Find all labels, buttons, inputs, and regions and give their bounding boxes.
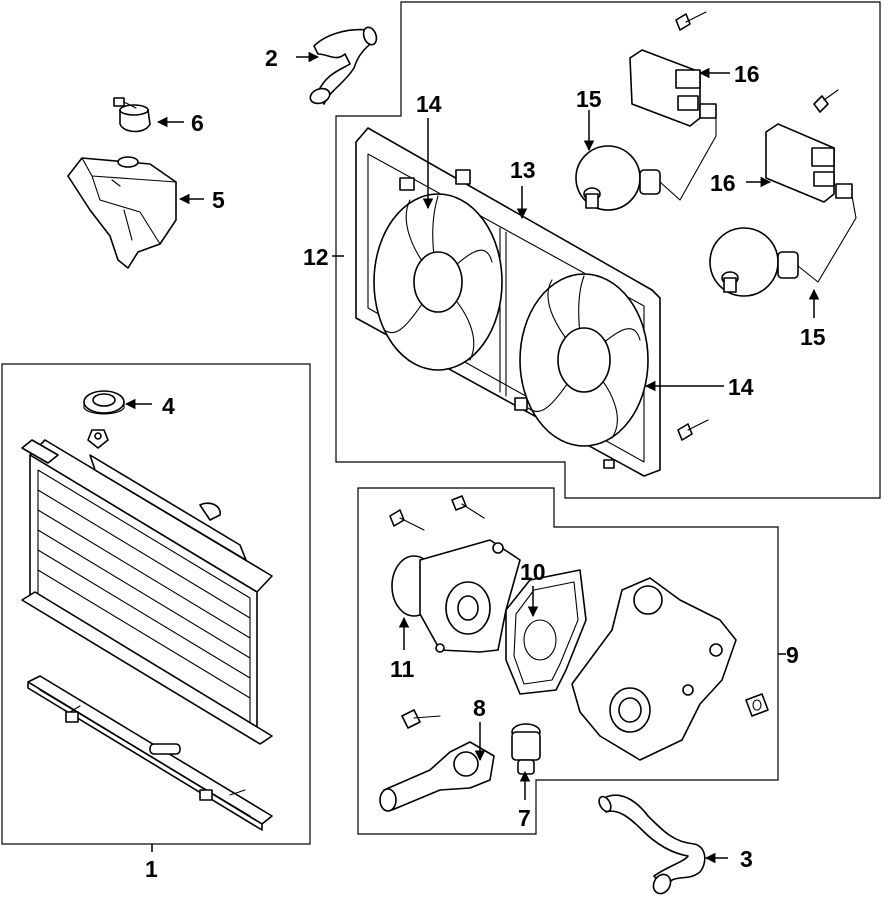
callout-8: 8 (473, 695, 486, 721)
seal-ring (745, 693, 769, 717)
callout-11: 11 (390, 656, 415, 682)
fan-motor-upper (575, 115, 717, 211)
radiator (21, 429, 273, 745)
callout-12: 12 (303, 244, 329, 270)
callout-5: 5 (212, 187, 225, 213)
water-pump (391, 539, 521, 653)
engine-front-cover (571, 577, 737, 761)
bolt (677, 419, 709, 441)
radiator-cap (83, 390, 125, 415)
callout-15-upper: 15 (576, 86, 602, 112)
bolt (675, 11, 707, 31)
radiator-lower-bracket (27, 675, 273, 831)
coolant-reservoir (67, 156, 177, 269)
bolt (451, 495, 485, 519)
callout-16-lower: 16 (710, 170, 736, 196)
fan-group-frame (335, 1, 881, 499)
callout-13: 13 (510, 157, 536, 183)
callout-16-upper: 16 (734, 61, 760, 87)
callout-6: 6 (191, 110, 204, 136)
callout-3: 3 (740, 846, 753, 872)
lower-radiator-hose (598, 794, 706, 895)
callout-7: 7 (518, 805, 531, 831)
water-pump-group-frame (357, 487, 779, 835)
upper-radiator-hose (309, 26, 378, 105)
radiator-group-frame (1, 363, 311, 845)
callout-4: 4 (162, 393, 175, 419)
callout-1: 1 (145, 856, 158, 882)
callout-14-lower: 14 (728, 374, 754, 400)
bolt (813, 89, 839, 113)
fan-control-module-upper (629, 49, 717, 127)
thermostat (511, 723, 541, 775)
callout-14-upper: 14 (416, 91, 442, 117)
cooling-fan-left (373, 193, 503, 371)
reservoir-cap (113, 97, 151, 133)
cooling-fan-right (519, 273, 649, 447)
bolt (401, 709, 441, 729)
fan-motor-lower (709, 195, 857, 297)
fan-control-module-lower (765, 123, 853, 203)
callout-2: 2 (265, 45, 278, 71)
bolt (389, 509, 425, 531)
callout-15-lower: 15 (800, 324, 826, 350)
water-pump-gasket (505, 569, 587, 695)
callout-10: 10 (520, 559, 546, 585)
water-outlet-pipe (379, 741, 495, 812)
callout-9: 9 (786, 642, 799, 668)
